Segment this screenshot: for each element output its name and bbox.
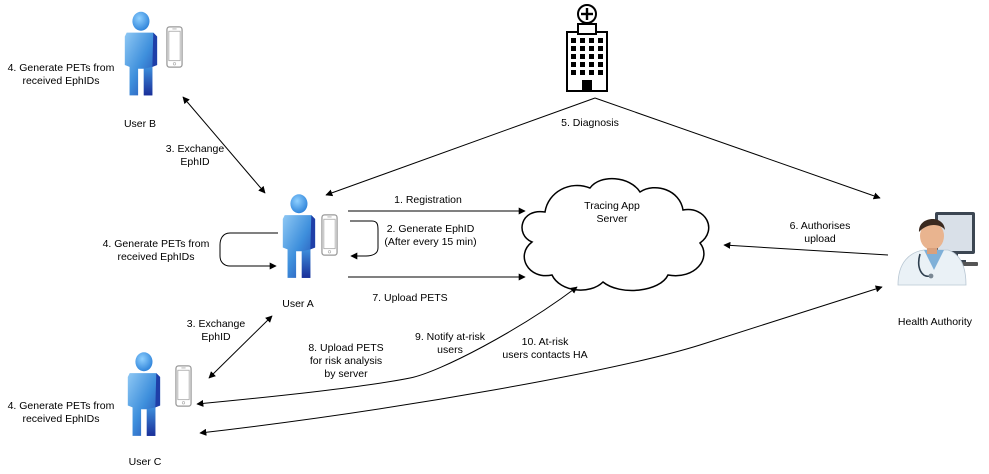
hospital-window	[571, 70, 576, 75]
user-c-note-line2: received EphIDs	[22, 413, 100, 425]
hospital-window	[571, 54, 576, 59]
exchange-c-line2: EphID	[201, 331, 231, 343]
user-b-label: User B	[123, 118, 157, 130]
hospital-window	[580, 62, 585, 67]
hospital-window	[580, 54, 585, 59]
exchange-b-line1: 3. Exchange	[165, 143, 225, 155]
user-a-icon	[282, 194, 338, 278]
diagnosis-label: 5. Diagnosis	[561, 117, 619, 129]
generate-ephid-line2: (After every 15 min)	[384, 236, 477, 248]
authorise-label: 6. Authorises upload	[780, 220, 860, 246]
user-b-note: 4. Generate PETs from received EphIDs	[2, 62, 120, 88]
contact-ha-line1: 10. At-risk	[521, 336, 569, 348]
contact-ha-line2: users contacts HA	[502, 349, 588, 361]
doctor-icon	[897, 212, 978, 286]
hospital-window	[589, 38, 594, 43]
server-line2: Server	[596, 213, 628, 225]
hospital-icon	[566, 4, 608, 92]
hospital-window	[589, 54, 594, 59]
exchange-c-label: 3. Exchange EphID	[176, 318, 256, 344]
notify-label: 9. Notify at-risk users	[395, 331, 505, 357]
upload-risk-line1: 8. Upload PETS	[308, 342, 384, 354]
authorise-line2: upload	[804, 233, 836, 245]
user-a-label: User A	[282, 298, 314, 310]
hospital-window	[571, 46, 576, 51]
generate-ephid-line1: 2. Generate EphID	[386, 223, 475, 235]
server-label: Tracing App Server	[572, 200, 652, 226]
hospital-window	[580, 70, 585, 75]
hospital-window	[589, 70, 594, 75]
exchange-b-line2: EphID	[180, 156, 210, 168]
contact-ha-label: 10. At-risk users contacts HA	[490, 336, 600, 362]
upload-pets-label: 7. Upload PETS	[372, 292, 448, 304]
user-a-note: 4. Generate PETs from received EphIDs	[96, 238, 216, 264]
user-b-icon	[124, 11, 183, 96]
user-b-note-line1: 4. Generate PETs from	[7, 62, 115, 74]
user-a-note-line2: received EphIDs	[117, 251, 195, 263]
notify-line2: users	[437, 344, 463, 356]
hospital-window	[580, 46, 585, 51]
hospital-window	[589, 62, 594, 67]
arrow-diagnosis-ha	[594, 97, 881, 200]
arrow-contact-ha	[199, 285, 883, 436]
arrow-diagnosis-a	[325, 97, 596, 197]
server-line1: Tracing App	[584, 200, 640, 212]
hospital-window	[598, 46, 603, 51]
hospital-window	[598, 54, 603, 59]
health-authority-label: Health Authority	[897, 316, 973, 328]
arrow-exchange-b	[182, 96, 266, 194]
hospital-window	[598, 38, 603, 43]
hospital-window	[580, 38, 585, 43]
arrow-generate-pets-a	[219, 232, 278, 270]
authorise-line1: 6. Authorises	[789, 220, 851, 232]
upload-risk-line3: by server	[324, 368, 368, 380]
hospital-window	[571, 62, 576, 67]
cloud-icon	[521, 177, 710, 292]
user-b-note-line2: received EphIDs	[22, 75, 100, 87]
arrow-generate-ephid	[350, 220, 379, 260]
exchange-b-label: 3. Exchange EphID	[155, 143, 235, 169]
generate-ephid-label: 2. Generate EphID (After every 15 min)	[378, 223, 483, 249]
arrow-authorise	[723, 241, 889, 256]
hospital-window	[598, 62, 603, 67]
user-c-note-line1: 4. Generate PETs from	[7, 400, 115, 412]
user-c-note: 4. Generate PETs from received EphIDs	[2, 400, 120, 426]
hospital-window	[598, 70, 603, 75]
upload-risk-line2: for risk analysis	[309, 355, 383, 367]
registration-label: 1. Registration	[394, 194, 462, 206]
user-c-icon	[127, 352, 192, 436]
user-a-note-line1: 4. Generate PETs from	[102, 238, 210, 250]
hospital-window	[571, 38, 576, 43]
user-c-label: User C	[128, 456, 162, 468]
notify-line1: 9. Notify at-risk	[414, 331, 485, 343]
hospital-window	[589, 46, 594, 51]
exchange-c-line1: 3. Exchange	[186, 318, 246, 330]
upload-risk-label: 8. Upload PETS for risk analysis by serv…	[296, 342, 396, 381]
